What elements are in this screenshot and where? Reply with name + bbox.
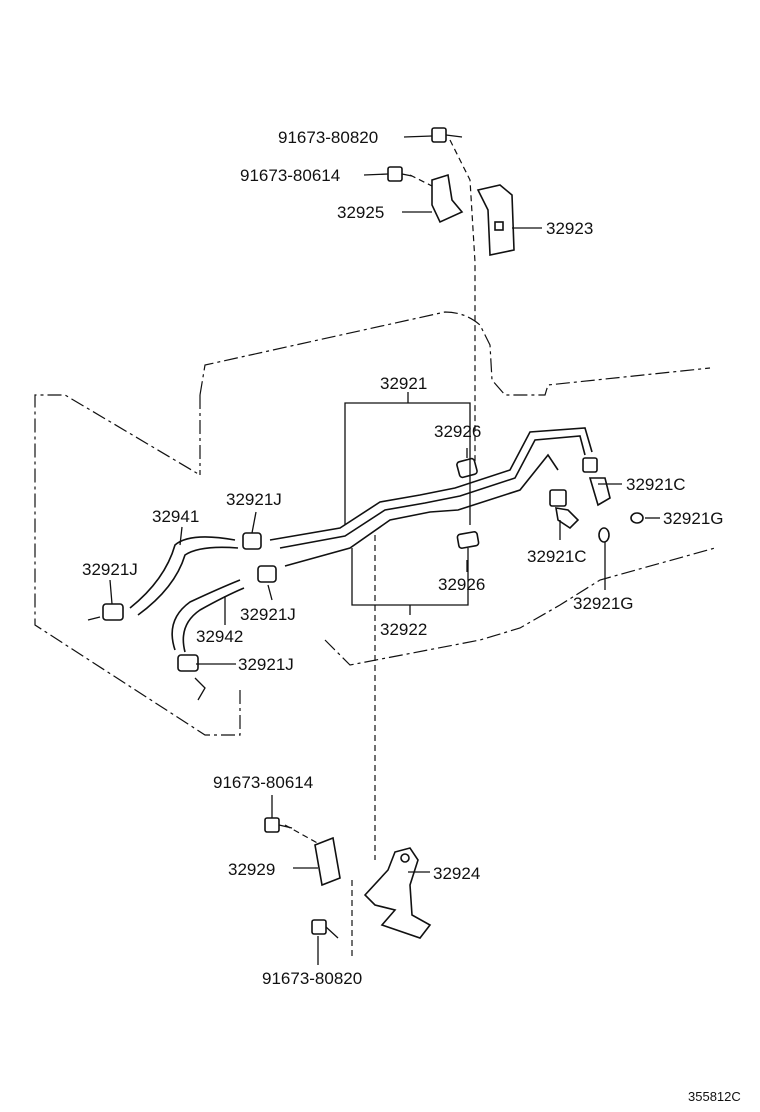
- tube-32921: [269, 427, 593, 567]
- union-32921C-mid: [549, 489, 580, 530]
- label-bracket-bottom: 32924: [433, 864, 480, 883]
- sleeve-32926-lower: [456, 531, 480, 549]
- bolt-91673-80614-bottom: [264, 817, 293, 833]
- label-sleeve-upper: 32926: [434, 422, 481, 441]
- label-tube-lower: 32922: [380, 620, 427, 639]
- clamp-32929: [314, 836, 341, 887]
- label-clamp-bottom: 32929: [228, 860, 275, 879]
- label-bolt-bottom-1: 91673-80614: [213, 773, 313, 792]
- bracket-32924: [363, 847, 432, 939]
- label-tube-upper: 32921: [380, 374, 427, 393]
- label-union-mid: 32921C: [527, 547, 587, 566]
- gasket-32921G-right: [630, 512, 644, 524]
- label-union-right: 32921C: [626, 475, 686, 494]
- bolt-91673-80820-top: [431, 127, 463, 143]
- label-bolt-bottom-2: 91673-80820: [262, 969, 362, 988]
- label-clip-2: 32921J: [82, 560, 138, 579]
- leader-lines: [109, 135, 660, 965]
- gasket-32921G-mid: [598, 527, 610, 543]
- clip-32921J-1: [242, 532, 262, 550]
- label-sleeve-lower: 32926: [438, 575, 485, 594]
- clip-32921J-2: [102, 603, 124, 621]
- bracket-32923: [476, 184, 515, 256]
- hose-32941: [129, 536, 239, 616]
- label-clip-1: 32921J: [226, 490, 282, 509]
- clip-32921J-4: [177, 654, 199, 672]
- label-bolt-top-1: 91673-80820: [278, 128, 378, 147]
- bolt-91673-80614-top: [387, 166, 413, 182]
- alignment-lines: [284, 139, 476, 960]
- bolt-91673-80820-bottom: [311, 919, 339, 939]
- label-clip-4: 32921J: [238, 655, 294, 674]
- clip-32921J-3: [257, 565, 277, 583]
- clamp-32925: [431, 173, 464, 224]
- transmission-outline: [34, 311, 716, 736]
- label-hose-mid: 32942: [196, 627, 243, 646]
- label-clip-3: 32921J: [240, 605, 296, 624]
- label-bolt-top-2: 91673-80614: [240, 166, 340, 185]
- label-gasket-mid: 32921G: [573, 594, 634, 613]
- label-hose-left: 32941: [152, 507, 199, 526]
- figure-id: 355812C: [688, 1089, 741, 1104]
- label-bracket-top: 32923: [546, 219, 593, 238]
- label-gasket-right: 32921G: [663, 509, 724, 528]
- label-clamp-top: 32925: [337, 203, 384, 222]
- hose-32942: [171, 579, 245, 653]
- union-32921C-right: [582, 457, 611, 507]
- sleeve-32926-upper: [456, 457, 478, 479]
